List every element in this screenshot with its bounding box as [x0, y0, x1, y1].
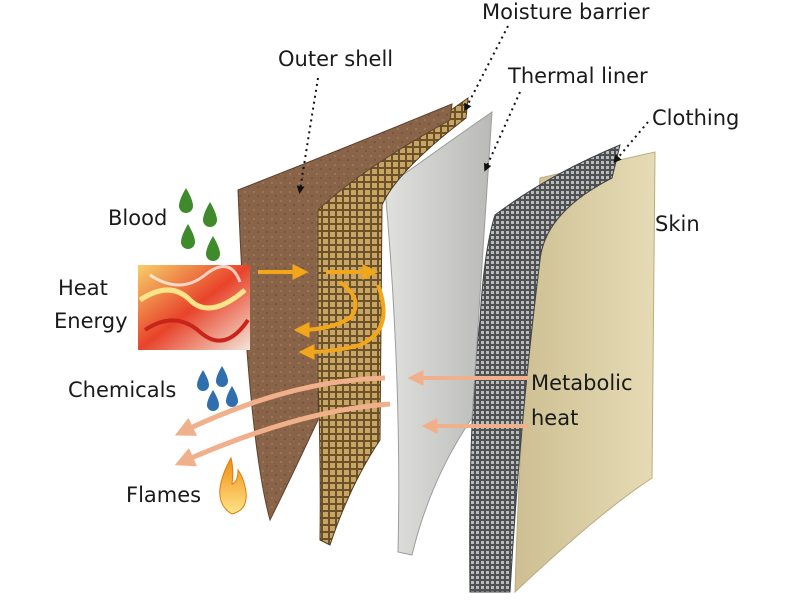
metabolic-arrows	[407, 370, 528, 434]
label-heat: Heat	[58, 276, 108, 300]
leader-clothing	[613, 121, 649, 164]
leader-lines	[296, 25, 649, 194]
chemical-droplet-icons	[197, 366, 238, 411]
label-energy: Energy	[54, 309, 128, 333]
leader-moisture-barrier	[464, 25, 509, 112]
heat-reflect-arrow	[293, 280, 358, 338]
droplet-icon	[216, 366, 228, 387]
label-thermal-liner: Thermal liner	[508, 64, 648, 88]
blood-droplet-icons	[179, 188, 220, 261]
droplet-icon	[203, 202, 217, 227]
heat-arrows	[258, 264, 386, 360]
clothing-layer	[469, 144, 621, 593]
label-outer-shell: Outer shell	[278, 47, 394, 71]
droplet-icon	[226, 386, 238, 407]
droplet-icon	[179, 188, 193, 213]
label-chemicals: Chemicals	[68, 378, 177, 402]
fire-texture-icon	[138, 265, 250, 350]
droplet-icon	[206, 236, 220, 261]
droplet-icon	[197, 370, 209, 391]
droplet-icon	[207, 390, 219, 411]
label-metabolic: Metabolic	[531, 371, 633, 395]
leader-outer-shell	[296, 77, 319, 194]
label-blood: Blood	[108, 206, 168, 230]
droplet-icon	[181, 224, 195, 249]
label-skin: Skin	[655, 212, 700, 236]
escape-arrow	[174, 401, 391, 467]
label-flames: Flames	[126, 483, 202, 507]
heat-reflect-arrow	[298, 284, 386, 360]
escape-arrow	[174, 375, 386, 436]
thermal-liner-layer	[384, 110, 493, 556]
label-clothing: Clothing	[652, 106, 740, 130]
label-moisture-barrier: Moisture barrier	[482, 0, 650, 24]
label-metabolic-heat: heat	[531, 406, 579, 430]
flame-icon	[219, 456, 247, 515]
leader-thermal-liner	[483, 91, 521, 172]
escape-arrows	[174, 375, 391, 467]
outer-shell-layer	[237, 103, 453, 522]
